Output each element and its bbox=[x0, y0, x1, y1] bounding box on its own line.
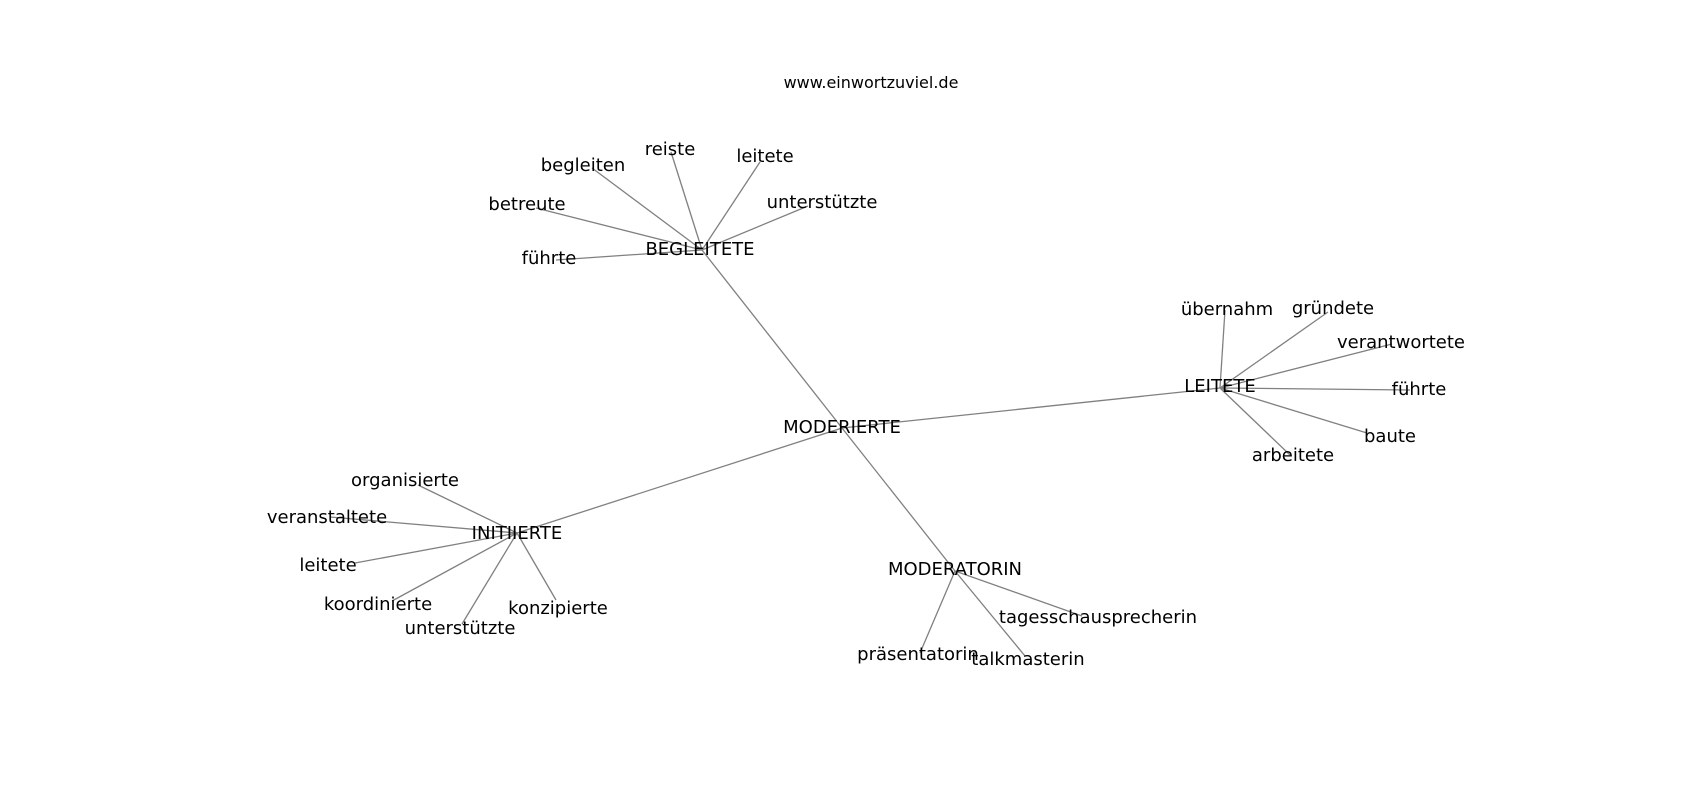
leaf-node-label: unterstützte bbox=[767, 192, 878, 213]
edge-hub-to-leaf bbox=[591, 167, 703, 251]
edge-hub-to-leaf bbox=[701, 161, 761, 251]
leaf-node-label: führte bbox=[522, 248, 577, 269]
leaf-node-label: reiste bbox=[645, 139, 696, 160]
edge-hub-to-leaf bbox=[919, 570, 956, 654]
edge-hub-to-leaf bbox=[954, 570, 1083, 617]
edge-hub-to-leaf bbox=[1219, 309, 1226, 389]
edge-hub-to-leaf bbox=[329, 516, 518, 534]
leaf-node-label: gründete bbox=[1292, 298, 1374, 319]
edge-hub-to-leaf bbox=[417, 484, 518, 534]
leaf-node-label: unterstützte bbox=[405, 618, 516, 639]
edge-center-to-hub bbox=[516, 427, 843, 534]
hub-node-label: INITIIERTE bbox=[472, 523, 563, 544]
edge-hub-to-leaf bbox=[1219, 343, 1393, 389]
site-url-label: www.einwortzuviel.de bbox=[784, 73, 959, 92]
edge-hub-to-leaf bbox=[461, 532, 518, 625]
leaf-node-label: führte bbox=[1392, 379, 1447, 400]
leaf-node-label: tagesschausprecherin bbox=[999, 607, 1197, 628]
leaf-node-label: verantwortete bbox=[1337, 332, 1465, 353]
edge-hub-to-leaf bbox=[1219, 387, 1368, 434]
leaf-node-label: veranstaltete bbox=[267, 507, 387, 528]
edge-hub-to-leaf bbox=[391, 532, 518, 602]
edge-hub-to-leaf bbox=[701, 205, 809, 251]
leaf-node-label: organisierte bbox=[351, 470, 459, 491]
edge-center-to-hub bbox=[841, 387, 1221, 429]
leaf-node-label: koordinierte bbox=[324, 594, 432, 615]
edge-hub-to-leaf bbox=[1219, 387, 1411, 391]
leaf-node-label: betreute bbox=[488, 194, 565, 215]
graph-labels: MODERIERTE BEGLEITETE begleiten reiste leite… bbox=[267, 139, 1465, 670]
leaf-node-label: präsentatorin bbox=[857, 644, 979, 665]
leaf-node-label: leitete bbox=[736, 146, 793, 167]
hub-node-label: LEITETE bbox=[1184, 376, 1255, 397]
center-node-label: MODERIERTE bbox=[783, 417, 901, 438]
hub-node-label: MODERATORIN bbox=[888, 559, 1022, 580]
leaf-node-label: begleiten bbox=[541, 155, 626, 176]
leaf-node-label: leitete bbox=[299, 555, 356, 576]
hub-node-label: BEGLEITETE bbox=[645, 239, 754, 260]
edge-hub-to-leaf bbox=[535, 207, 703, 251]
graph-edges bbox=[329, 151, 1411, 657]
edge-hub-to-leaf bbox=[670, 151, 703, 251]
edge-hub-to-leaf bbox=[1219, 311, 1329, 389]
leaf-node-label: arbeitete bbox=[1252, 445, 1334, 466]
leaf-node-label: talkmasterin bbox=[971, 649, 1084, 670]
edge-hub-to-leaf bbox=[555, 249, 703, 261]
edge-hub-to-leaf bbox=[954, 570, 1026, 657]
edge-center-to-hub bbox=[701, 249, 843, 429]
leaf-node-label: konzipierte bbox=[508, 598, 608, 619]
leaf-node-label: übernahm bbox=[1181, 299, 1273, 320]
edge-hub-to-leaf bbox=[1219, 387, 1291, 456]
leaf-node-label: baute bbox=[1364, 426, 1416, 447]
edge-center-to-hub bbox=[841, 427, 956, 572]
edge-hub-to-leaf bbox=[516, 532, 557, 601]
edge-hub-to-leaf bbox=[354, 532, 518, 564]
